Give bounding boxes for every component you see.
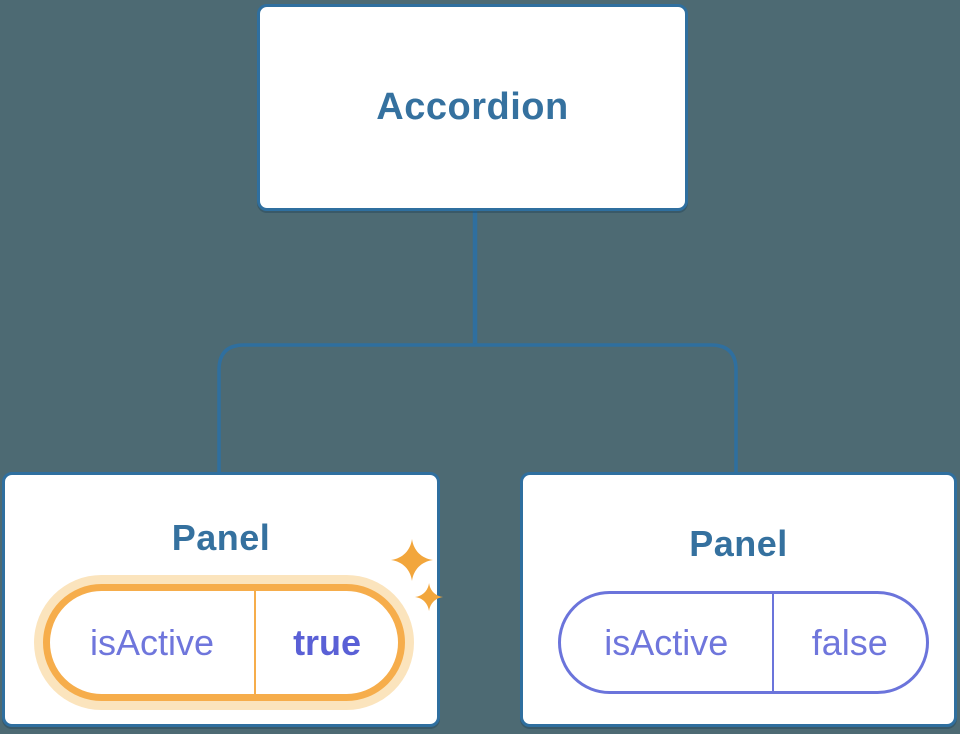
state-key: isActive (90, 621, 215, 663)
pill-divider (771, 594, 774, 691)
pill-divider (254, 591, 257, 694)
state-pill-active: isActive true (43, 584, 405, 701)
state-key: isActive (604, 621, 729, 663)
node-accordion: Accordion (257, 4, 688, 211)
connector-branch (217, 343, 738, 472)
panel-label: Panel (171, 517, 271, 558)
node-panel-active: Panel isActive true (2, 472, 444, 727)
panel-label: Panel (689, 523, 788, 564)
node-panel-inactive: Panel isActive false (520, 472, 957, 727)
sparkle-icon (391, 539, 444, 612)
state-pill-inactive: isActive false (558, 591, 929, 694)
accordion-label: Accordion (376, 86, 569, 128)
state-value: false (811, 621, 888, 663)
state-value: true (293, 621, 362, 663)
